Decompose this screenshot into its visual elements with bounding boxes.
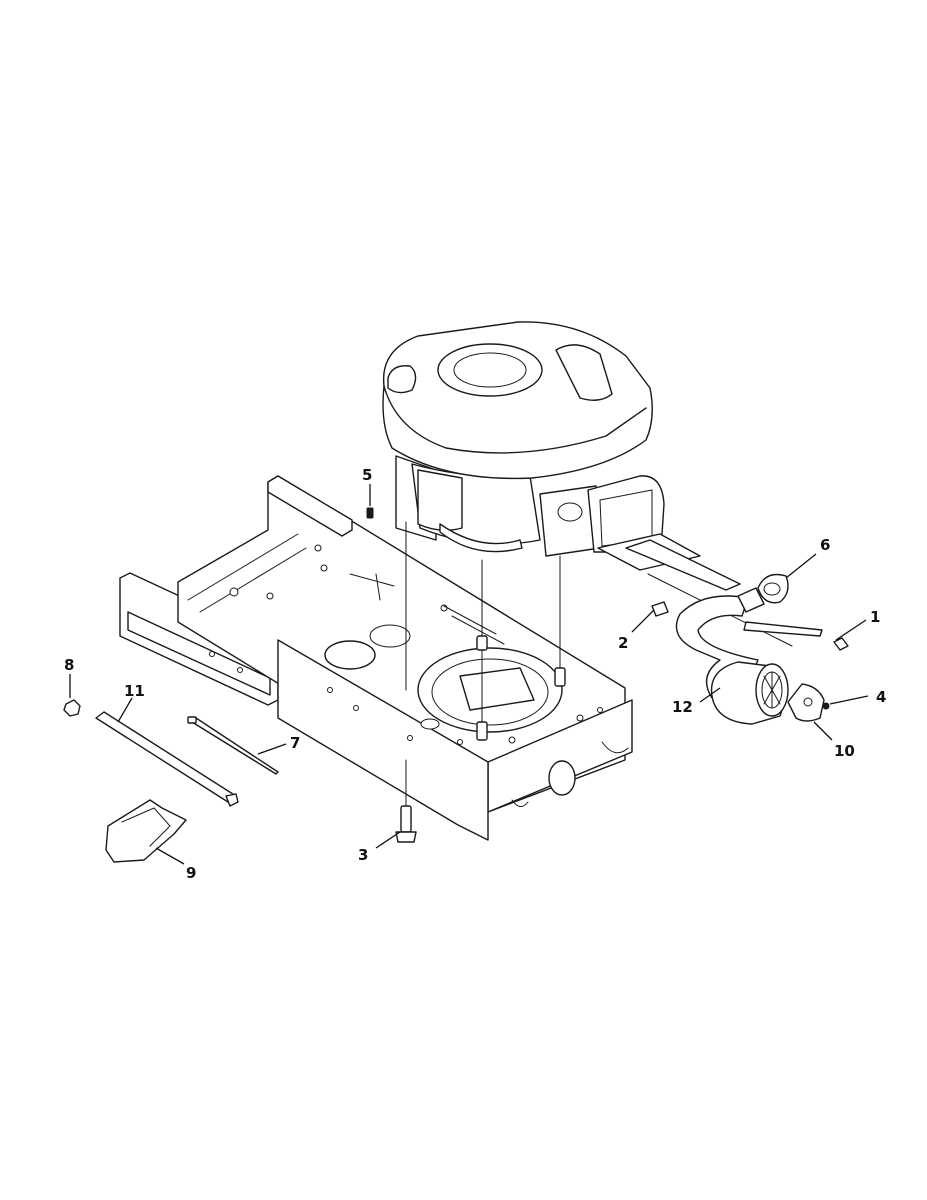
callout-6: 6	[820, 536, 830, 554]
frame-hole	[576, 714, 584, 722]
frame-hole	[320, 564, 328, 572]
callout-12: 12	[672, 698, 693, 716]
frame-hole	[237, 667, 243, 673]
frame-left-rail-lip	[127, 611, 271, 696]
frame-crease-2	[199, 547, 307, 613]
part-6-gasket	[757, 573, 789, 604]
engine-port	[557, 502, 583, 522]
leader-12	[699, 687, 721, 703]
frame-deck-opening-inner	[431, 658, 549, 726]
callout-11: 11	[124, 682, 145, 700]
callout-7: 7	[290, 734, 300, 752]
frame-hole	[353, 705, 359, 711]
frame-front-slot	[601, 741, 629, 754]
callout-labels: 1 2 3 4 5 6 7 8 9 10 11 12	[64, 466, 886, 882]
part-12-muffler	[675, 587, 823, 725]
leader-4	[829, 695, 869, 705]
frame-round-plate	[324, 640, 376, 670]
frame-pulley-cutout	[459, 667, 535, 711]
part-7-cable-tie	[187, 716, 279, 775]
frame-hole	[420, 718, 440, 730]
leader-10	[813, 721, 833, 741]
part-4-screw	[822, 702, 830, 710]
callout-3: 3	[358, 846, 368, 864]
frame-rear-rail	[267, 475, 353, 537]
leader-9	[155, 847, 185, 865]
leader-1	[835, 619, 867, 641]
muffler-bracket	[743, 621, 823, 637]
frame-hole	[209, 651, 215, 657]
frame-front-slot-2	[511, 799, 529, 807]
frame-hole	[314, 544, 322, 552]
part-2-bolt	[651, 601, 669, 617]
part-5-bolt	[366, 507, 374, 519]
frame-hole	[327, 687, 333, 693]
frame-hole	[266, 592, 274, 600]
spacer	[476, 721, 488, 741]
leader-7	[257, 743, 287, 755]
frame-hole	[508, 736, 516, 744]
part-3-bolt	[395, 805, 417, 843]
engine-cylinder-head	[417, 469, 463, 531]
engine-base	[439, 523, 523, 553]
engine	[382, 321, 741, 591]
frame-crease-1	[187, 533, 299, 601]
muffler-grille-lines	[763, 671, 781, 709]
engine-flywheel-cap-inner	[453, 352, 527, 388]
callout-9: 9	[186, 864, 196, 882]
frame-hole	[597, 707, 603, 713]
part-8-nut	[63, 699, 81, 717]
frame-front-round-cutout	[548, 760, 576, 796]
part-11-rod	[95, 711, 239, 807]
leader-2	[631, 609, 655, 633]
engine-flywheel-cap	[437, 343, 543, 397]
frame-hole	[229, 587, 239, 597]
frame-hole	[457, 739, 463, 745]
leader-3	[375, 831, 401, 849]
engine-exhaust-pipe-stub	[625, 539, 741, 591]
engine-shroud-lower-edge	[383, 385, 647, 454]
callout-10: 10	[834, 742, 855, 760]
part-1-bolt	[833, 637, 849, 651]
callout-2: 2	[618, 634, 628, 652]
callout-4: 4	[876, 688, 886, 706]
callout-5: 5	[362, 466, 372, 484]
leader-6	[785, 553, 817, 579]
callout-1: 1	[870, 608, 880, 626]
leader-lines	[69, 484, 869, 865]
spacer	[476, 635, 488, 651]
leader-11	[117, 697, 133, 723]
part-9-shield	[105, 799, 187, 863]
muffler-flange	[737, 587, 765, 613]
engine-shroud-vent	[555, 344, 613, 401]
frame-hole	[407, 735, 413, 741]
frame-round-plate-2	[369, 624, 411, 648]
frame-t-slot	[349, 573, 395, 601]
frame-slot	[443, 605, 505, 645]
part-10-deflector	[787, 683, 825, 722]
spacer	[554, 667, 566, 687]
engine-oil-cap	[387, 365, 417, 394]
callout-8: 8	[64, 656, 74, 674]
spacers	[476, 635, 566, 741]
chassis-frame	[119, 475, 633, 841]
